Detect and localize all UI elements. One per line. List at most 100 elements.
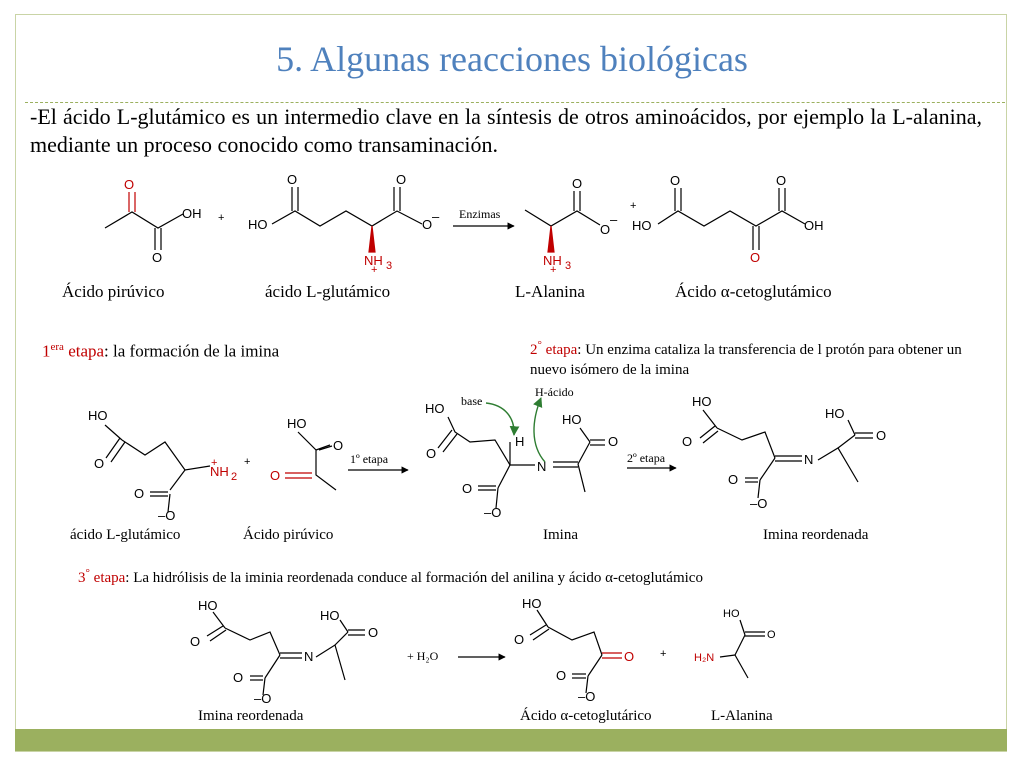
atom-o: O [514,632,524,647]
atom-n: N [537,459,546,474]
charge-plus: + [371,264,377,276]
atom-o: O [333,438,343,453]
label-imina-reordenada-bottom: Imina reordenada [198,708,304,724]
atom-o: O [776,173,786,188]
atom-o: O [368,625,378,640]
label-cetoglutarico-bottom: Ácido α-cetoglutárico [520,708,652,724]
etapa2-label: 2º etapa [627,451,666,465]
atom-ho: HO [692,394,712,409]
label-cetoglutamico-top: Ácido α-cetoglutámico [675,282,832,301]
atom-o: O [767,629,776,641]
atom-nh: NH [210,464,229,479]
atom-o: O [287,172,297,187]
atom-o: O [556,668,566,683]
atom-o-minus: –O [158,508,175,523]
subscript-3: 3 [565,260,571,272]
atom-o: O [94,456,104,471]
label-alanina-top: L-Alanina [515,282,585,301]
atom-o: O [124,177,134,192]
label-glutamico-top: ácido L-glutámico [265,282,391,301]
title-divider [25,102,1005,103]
hacido-label: H-ácido [535,385,574,399]
atom-ho: HO [522,596,542,611]
charge-plus: + [211,457,217,469]
plus-sign: + [660,648,666,660]
molecule-imina-reordenada-bottom [206,611,365,696]
label-glutamico-mid: ácido L-glutámico [70,527,181,543]
step2-heading: 2° etapa: Un enzima cataliza la transfer… [530,339,962,378]
atom-n: N [804,452,813,467]
molecule-alanina-top [524,191,601,253]
plus-sign: + [244,456,250,468]
atom-o: O [270,468,280,483]
label-imina-reordenada-mid: Imina reordenada [763,527,869,543]
enzimas-label: Enzimas [459,207,501,221]
molecule-glutamico-mid [104,424,211,513]
atom-ho: HO [425,401,445,416]
atom-o: O [682,434,692,449]
atom-o: O [572,176,582,191]
atom-ho: HO [562,412,582,427]
step1-heading: 1era etapa: la formación de la imina [42,341,280,361]
charge-plus: + [550,264,556,276]
etapa1-label: 1º etapa [350,452,389,466]
atom-o: O [426,446,436,461]
molecule-cetoglutamico-top [657,188,806,250]
atom-n: N [304,649,313,664]
molecule-imina-reordenada-mid [699,409,873,499]
atom-ho: HO [723,608,740,620]
slide-frame [15,14,1007,752]
atom-oh: OH [182,206,202,221]
atom-ho: HO [88,408,108,423]
atom-o-minus: –O [484,505,501,520]
molecule-piruvico-top [104,192,184,250]
atom-o: O [134,486,144,501]
atom-o-minus: –O [750,496,767,511]
molecule-piruvico-mid [285,431,337,491]
atom-o: O [600,222,610,237]
subscript-3: 3 [386,260,392,272]
atom-ho: HO [632,218,652,233]
atom-nh: NH [543,253,562,268]
atom-o: O [624,649,634,664]
atom-o-minus: –O [254,691,271,706]
plus-sign: + [218,212,224,224]
atom-o: O [750,250,760,265]
footer-bar [15,729,1007,751]
label-piruvico-mid: Ácido pirúvico [243,527,334,543]
molecule-cetoglutarico-bottom [529,609,622,694]
atom-h2n: H₂N [694,652,714,664]
atom-o: O [462,481,472,496]
molecule-imina-mid [437,416,605,509]
plus-sign: + [630,200,636,212]
base-label: base [461,394,482,408]
label-piruvico-top: Ácido pirúvico [62,282,165,301]
atom-ho: HO [320,608,340,623]
label-imina-mid: Imina [543,527,578,543]
intro-paragraph: -El ácido L-glutámico es un intermedio c… [30,104,982,157]
atom-o: O [608,434,618,449]
atom-o: O [190,634,200,649]
atom-o: O [876,428,886,443]
charge-minus: – [432,209,440,224]
step3-heading: 3° etapa: La hidrólisis de la iminia reo… [78,567,703,586]
molecule-glutamico-top [271,187,423,253]
arrow-hacido [533,397,546,463]
atom-h: H [515,434,524,449]
atom-o-minus: –O [578,689,595,704]
atom-ho: HO [825,406,845,421]
charge-minus: – [610,212,618,227]
molecule-alanina-bottom [719,619,765,679]
label-alanina-bottom: L-Alanina [711,708,773,724]
atom-oh: OH [804,218,824,233]
atom-o: O [422,217,432,232]
atom-ho: HO [248,217,268,232]
atom-ho: HO [287,416,307,431]
atom-o: O [670,173,680,188]
atom-o: O [233,670,243,685]
atom-o: O [728,472,738,487]
atom-nh: NH [364,253,383,268]
atom-o: O [152,250,162,265]
subscript-2: 2 [231,471,237,483]
